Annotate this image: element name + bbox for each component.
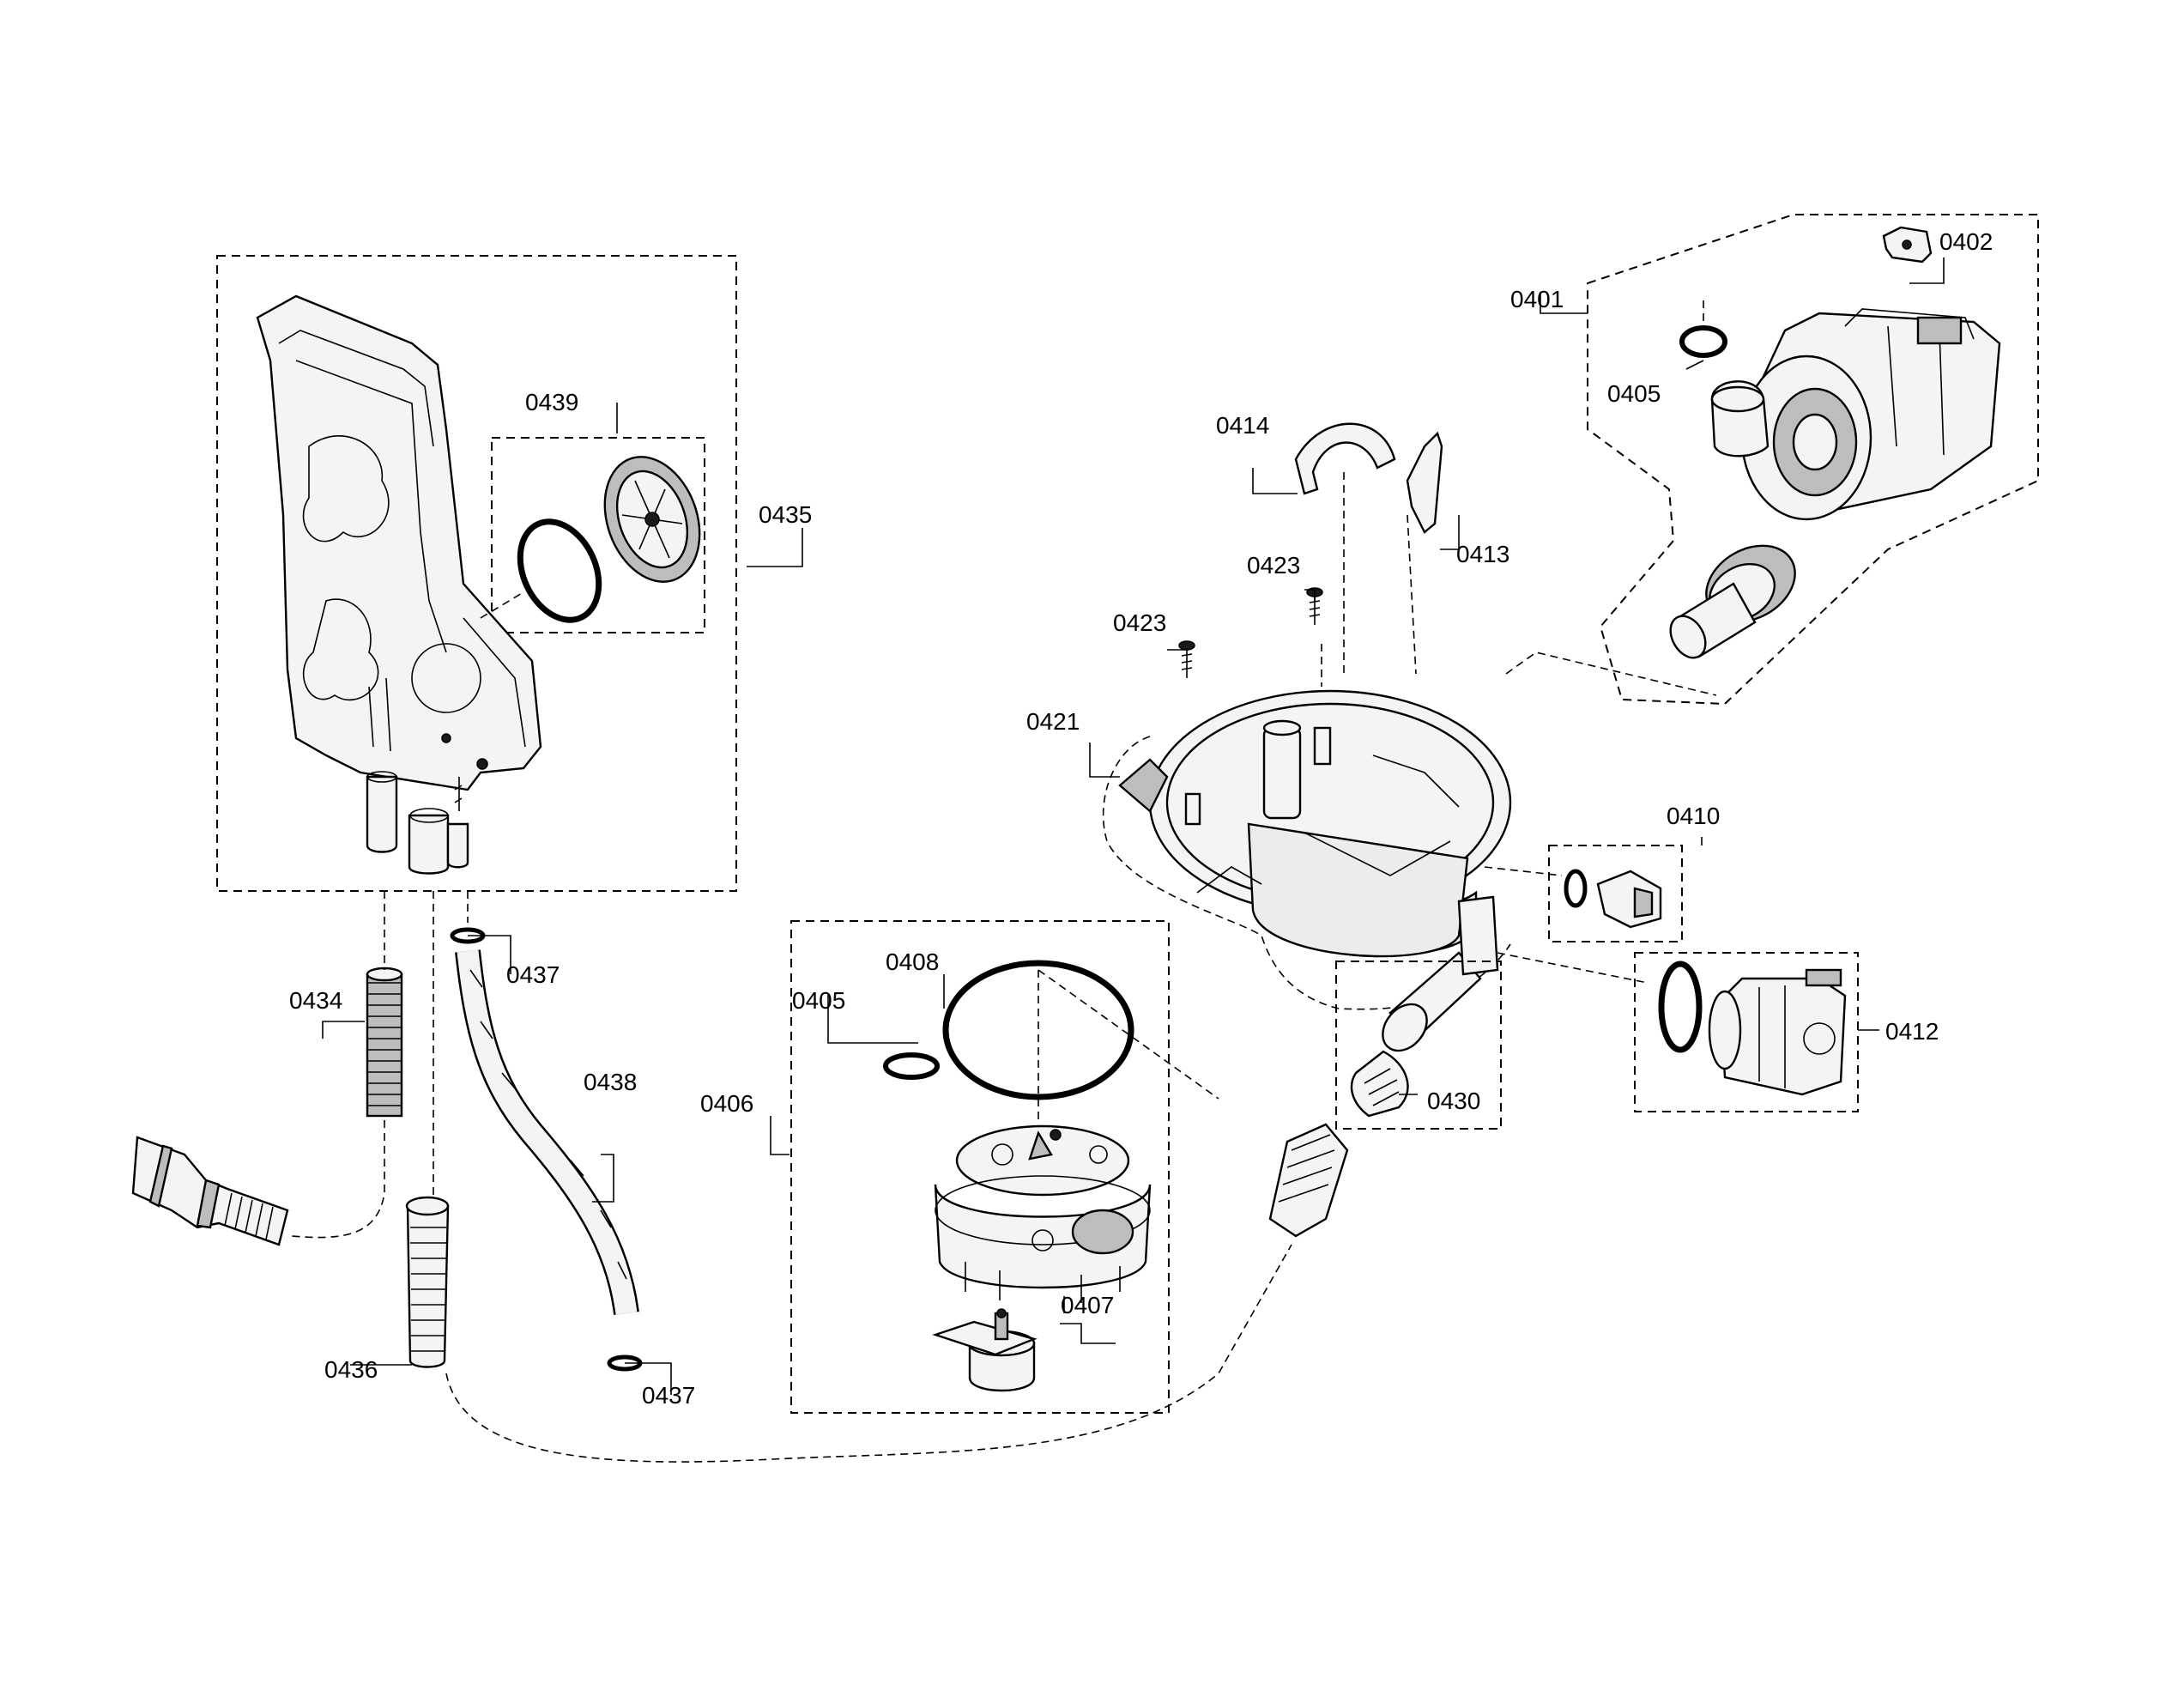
label-0405-lower: 0405	[792, 987, 845, 1014]
label-0402: 0402	[1939, 228, 1993, 255]
label-0423-left: 0423	[1113, 609, 1166, 636]
pump-inlet-part	[1669, 544, 1796, 659]
clip-0414-part	[1294, 422, 1396, 495]
part-labels: 0439 0435 0434 0436 0437 0437 0438 0408 …	[289, 228, 1993, 1409]
o-ring-0410	[1564, 869, 1588, 908]
label-0407: 0407	[1061, 1292, 1114, 1318]
sensor-0410-part	[1596, 870, 1662, 929]
gasket-0408	[942, 960, 1134, 1100]
label-0412: 0412	[1885, 1018, 1939, 1045]
drain-housing-part	[256, 294, 542, 875]
clamp-0405-upper	[1679, 325, 1727, 358]
group-box-0406	[790, 920, 1170, 1414]
label-0414: 0414	[1216, 412, 1269, 439]
o-ring-0412	[1658, 961, 1703, 1053]
label-0430: 0430	[1427, 1088, 1480, 1114]
label-0421: 0421	[1026, 708, 1080, 735]
label-0410: 0410	[1667, 803, 1720, 829]
label-0405-upper: 0405	[1607, 380, 1661, 407]
drain-fitting-part	[131, 1136, 289, 1246]
group-0406	[790, 920, 1219, 1414]
check-valve-0430-part	[1350, 1050, 1409, 1118]
hose-fitting-part	[1268, 1123, 1349, 1238]
label-0413: 0413	[1456, 541, 1509, 567]
gasket-ring-0439	[517, 518, 602, 623]
group-box-0401	[1587, 214, 2039, 706]
label-0408: 0408	[886, 948, 939, 975]
group-box-0439	[491, 437, 705, 633]
cover-0439-part	[603, 456, 701, 583]
group-box-0410	[1548, 845, 1683, 942]
group-box-0435	[216, 255, 737, 892]
pump-0401-part	[1710, 308, 2001, 521]
label-0435: 0435	[759, 501, 812, 528]
label-0401: 0401	[1510, 286, 1564, 312]
label-0436: 0436	[324, 1356, 378, 1383]
leader-lines	[322, 258, 1945, 1395]
label-0406: 0406	[700, 1090, 753, 1117]
group-0435	[216, 255, 737, 892]
label-0437-top: 0437	[506, 961, 560, 988]
motor-0407-part	[932, 1308, 1038, 1392]
screw-0423-left	[1178, 640, 1195, 678]
label-0423-right: 0423	[1247, 552, 1300, 579]
latch-0413-part	[1406, 431, 1443, 534]
spray-turbine-part	[934, 1124, 1152, 1313]
drain-pump-0412-part	[1708, 968, 1847, 1096]
label-0434: 0434	[289, 987, 342, 1014]
label-0437-bottom: 0437	[642, 1382, 695, 1409]
hose-0436-part	[405, 1196, 450, 1368]
group-box-0430	[1335, 961, 1502, 1130]
label-0439: 0439	[525, 389, 578, 415]
hose-0434-part	[366, 967, 403, 1118]
sump-0421-part	[1102, 689, 1512, 1052]
group-0401	[1505, 214, 2039, 706]
clamp-0405-lower	[883, 1052, 940, 1080]
label-0438: 0438	[584, 1069, 637, 1095]
left-hoses	[131, 891, 1292, 1463]
